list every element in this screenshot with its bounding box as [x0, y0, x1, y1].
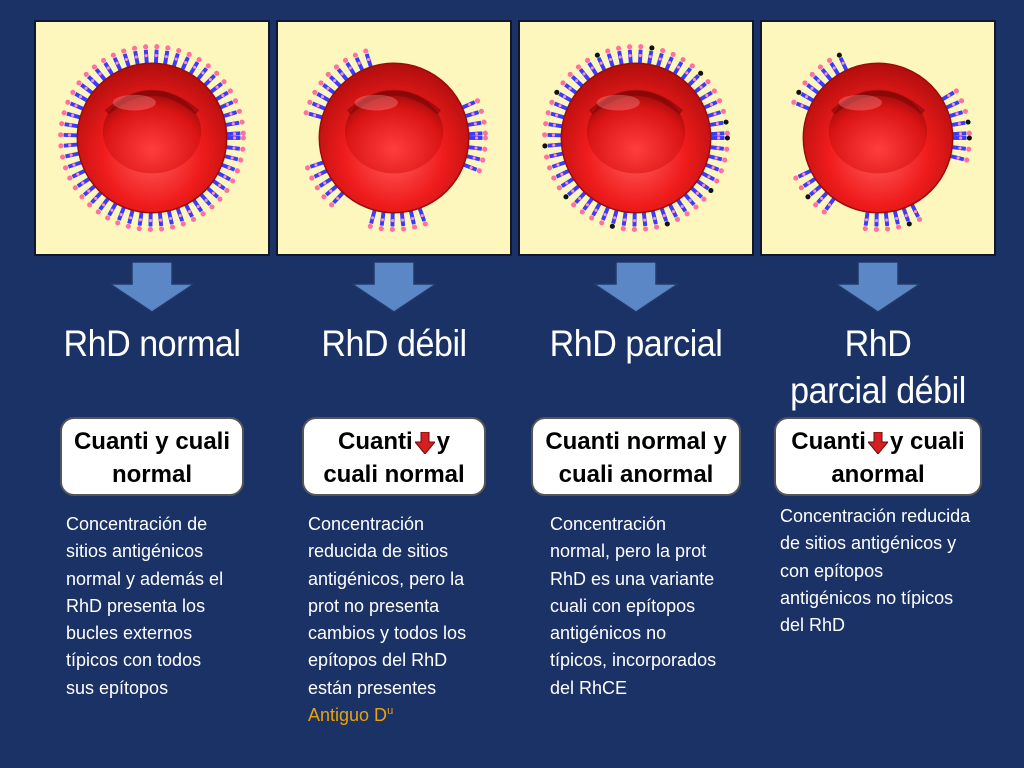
- column-title: RhD débil: [321, 323, 467, 364]
- red-blood-cell-icon: [58, 44, 246, 232]
- down-arrow-icon: [836, 262, 920, 312]
- description-text: Concentración normal, pero la prot RhD e…: [550, 514, 717, 698]
- column-title: RhD parcial débil: [790, 323, 966, 411]
- classification-box: Cuanti y cuali normal: [60, 417, 244, 496]
- down-arrow-icon: [110, 262, 194, 312]
- description-text: Concentración de sitios antigénicos norm…: [66, 514, 224, 698]
- panel-rhd-parcial-debil: [760, 20, 996, 256]
- decrease-arrow-icon: [867, 431, 888, 454]
- description-text: Concentración reducida de sitios antigén…: [308, 511, 466, 729]
- red-blood-cell-icon: [791, 52, 972, 232]
- classification-box: Cuanti normal y cuali anormal: [531, 417, 741, 496]
- panel-rhd-debil: [276, 20, 512, 256]
- down-arrow-icon: [594, 262, 678, 312]
- column-title: RhD normal: [63, 323, 241, 364]
- red-blood-cell-icon: [542, 44, 730, 232]
- historical-name-note: Antiguo Du: [308, 705, 394, 726]
- column-title: RhD parcial: [549, 323, 723, 364]
- down-arrow-icon: [352, 262, 436, 312]
- red-blood-cell-icon: [303, 48, 488, 232]
- panel-rhd-parcial: [518, 20, 754, 256]
- decrease-arrow-icon: [414, 431, 435, 454]
- panel-rhd-normal: [34, 20, 270, 256]
- description-text: Concentración reducida de sitios antigén…: [780, 506, 971, 636]
